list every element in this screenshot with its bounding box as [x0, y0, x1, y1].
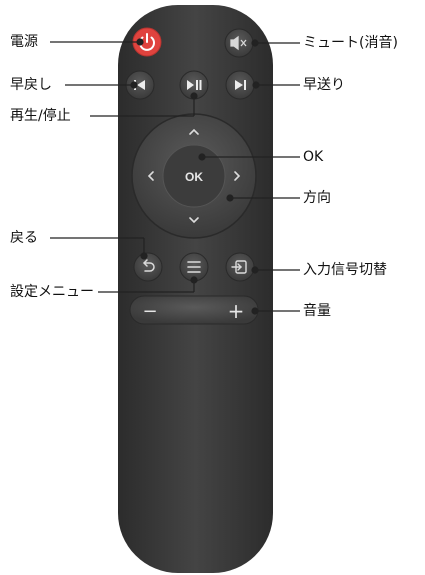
volume-minus-text: −	[142, 301, 157, 322]
label-forward: 早送り	[303, 77, 345, 93]
back-button[interactable]	[133, 252, 163, 282]
ok-button-text: OK	[185, 170, 203, 184]
input-switch-icon	[231, 260, 247, 274]
label-direction: 方向	[303, 190, 331, 206]
label-play-pause: 再生/停止	[10, 108, 71, 124]
label-input: 入力信号切替	[303, 262, 387, 278]
label-ok: OK	[303, 149, 324, 165]
back-icon	[142, 259, 155, 272]
up-arrow-icon	[189, 128, 199, 135]
leader-lines	[50, 38, 300, 315]
menu-icon	[187, 261, 201, 273]
label-rewind: 早戻し	[10, 77, 52, 93]
label-power: 電源	[10, 34, 38, 50]
ok-button[interactable]	[162, 144, 226, 208]
down-arrow-icon	[189, 217, 199, 224]
left-arrow-icon	[147, 171, 154, 181]
play-pause-icon	[187, 80, 202, 90]
label-back: 戻る	[10, 230, 38, 246]
mute-button[interactable]	[224, 28, 254, 58]
volume-plus-text: +	[228, 299, 245, 323]
forward-icon	[235, 80, 246, 90]
label-menu: 設定メニュー	[10, 284, 94, 300]
label-mute: ミュート(消音)	[303, 35, 398, 51]
label-volume: 音量	[303, 303, 331, 319]
mute-icon	[230, 35, 247, 51]
right-arrow-icon	[234, 171, 241, 181]
